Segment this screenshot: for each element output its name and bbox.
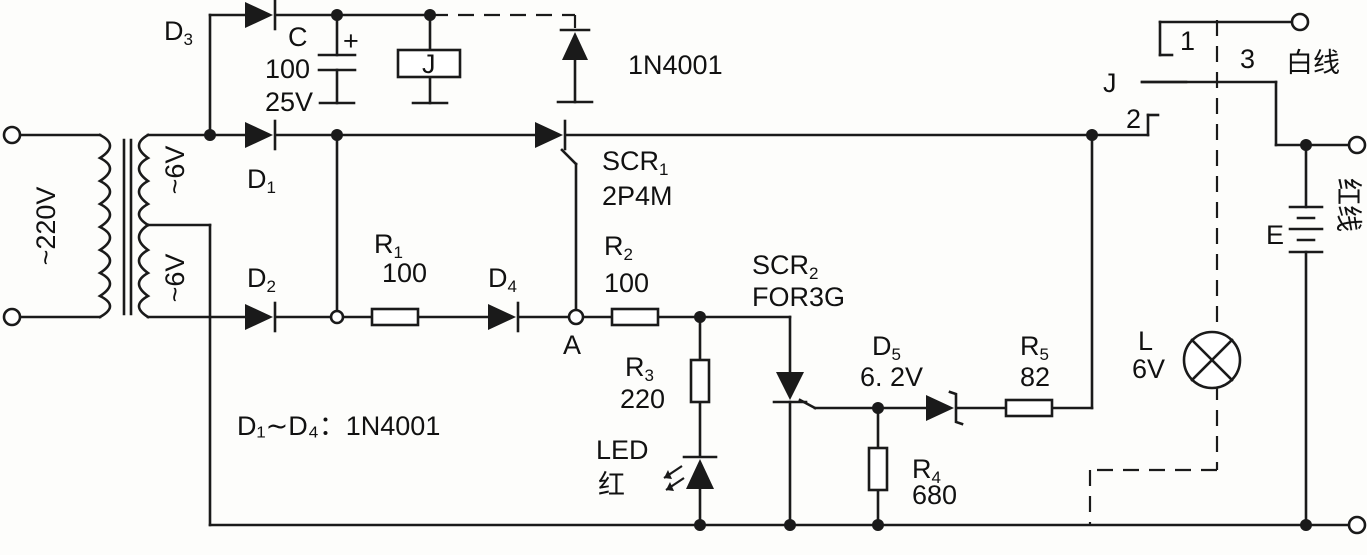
secondary-upper-label: ~6V	[160, 146, 190, 195]
lamp-name: L	[1138, 326, 1153, 356]
r4-label: R4	[912, 454, 941, 487]
resistor-r1	[370, 307, 420, 327]
capacitor-rating: 25V	[265, 87, 313, 117]
scr2-label: SCR2	[752, 250, 818, 283]
transformer	[97, 133, 151, 319]
resistor-r3	[689, 358, 711, 404]
capacitor-value: 100	[265, 54, 310, 84]
secondary-lower-label: ~6V	[160, 254, 190, 303]
led-color-label: 红	[598, 470, 625, 500]
d1-label: D1	[247, 164, 276, 197]
d4-label: D4	[488, 263, 517, 296]
white-wire-label: 白线	[1286, 48, 1340, 78]
wires	[18, 13, 1354, 527]
battery-e	[1288, 205, 1324, 254]
resistor-r2	[610, 307, 660, 327]
diode-clamp	[559, 28, 591, 60]
d2-label: D2	[247, 263, 276, 296]
led-red	[663, 455, 718, 491]
r1-value: 100	[382, 258, 427, 288]
node-a-label: A	[563, 330, 581, 360]
relay-switch	[1140, 53, 1188, 117]
scr1-label: SCR1	[602, 146, 668, 179]
r1-label: R1	[374, 229, 403, 262]
r4-value: 680	[912, 480, 957, 510]
zener-d5	[926, 390, 964, 426]
r5-value: 82	[1020, 362, 1050, 392]
mechanical-links	[432, 13, 1219, 525]
contact-2-label: 2	[1126, 104, 1141, 134]
input-terminal-bottom[interactable]	[2, 307, 22, 327]
d5-label: D5	[872, 331, 901, 364]
red-wire-label: 红线	[1333, 178, 1363, 232]
diode-d2	[245, 301, 277, 333]
red-wire-terminal[interactable]	[1347, 135, 1367, 155]
relay-coil-label: J	[422, 49, 436, 79]
scr1	[535, 119, 567, 151]
diode-note: D₁∼D₄：1N4001	[237, 411, 440, 441]
r5-label: R5	[1020, 331, 1049, 364]
r2-value: 100	[604, 268, 649, 298]
r3-value: 220	[620, 384, 665, 414]
contact-1-label: 1	[1180, 26, 1195, 56]
battery-label: E	[1266, 220, 1284, 250]
resistor-r5	[1004, 398, 1054, 418]
led-label: LED	[596, 435, 649, 465]
scr1-model: 2P4M	[602, 181, 673, 211]
bottom-rail-node-d2[interactable]	[329, 309, 345, 325]
terminals[interactable]	[2, 12, 1367, 535]
capacitor-name: C	[288, 22, 308, 52]
lamp-l	[1182, 330, 1242, 390]
contact-3-label: 3	[1240, 44, 1255, 74]
capacitor-c	[317, 53, 357, 105]
node-a-terminal[interactable]	[567, 308, 585, 326]
clamp-diode-label: 1N4001	[628, 50, 723, 80]
d3-label: D3	[164, 16, 193, 49]
diode-d1	[245, 119, 277, 151]
diode-d4	[488, 301, 520, 333]
scr2-model: FOR3G	[752, 282, 845, 312]
capacitor-polarity: +	[343, 26, 359, 56]
ground-terminal[interactable]	[1347, 515, 1367, 535]
input-voltage-label: ~220V	[31, 187, 61, 266]
relay-switch-label: J	[1103, 68, 1117, 98]
white-wire-terminal[interactable]	[1290, 12, 1310, 32]
relay-coil	[396, 48, 462, 105]
d5-value: 6. 2V	[860, 362, 923, 392]
resistor-r4	[867, 446, 889, 492]
input-terminal-top[interactable]	[2, 125, 22, 145]
r2-label: R2	[604, 231, 633, 264]
diode-d3	[245, 0, 277, 31]
scr2	[772, 372, 808, 404]
r3-label: R3	[625, 352, 654, 385]
lamp-value: 6V	[1132, 354, 1165, 384]
